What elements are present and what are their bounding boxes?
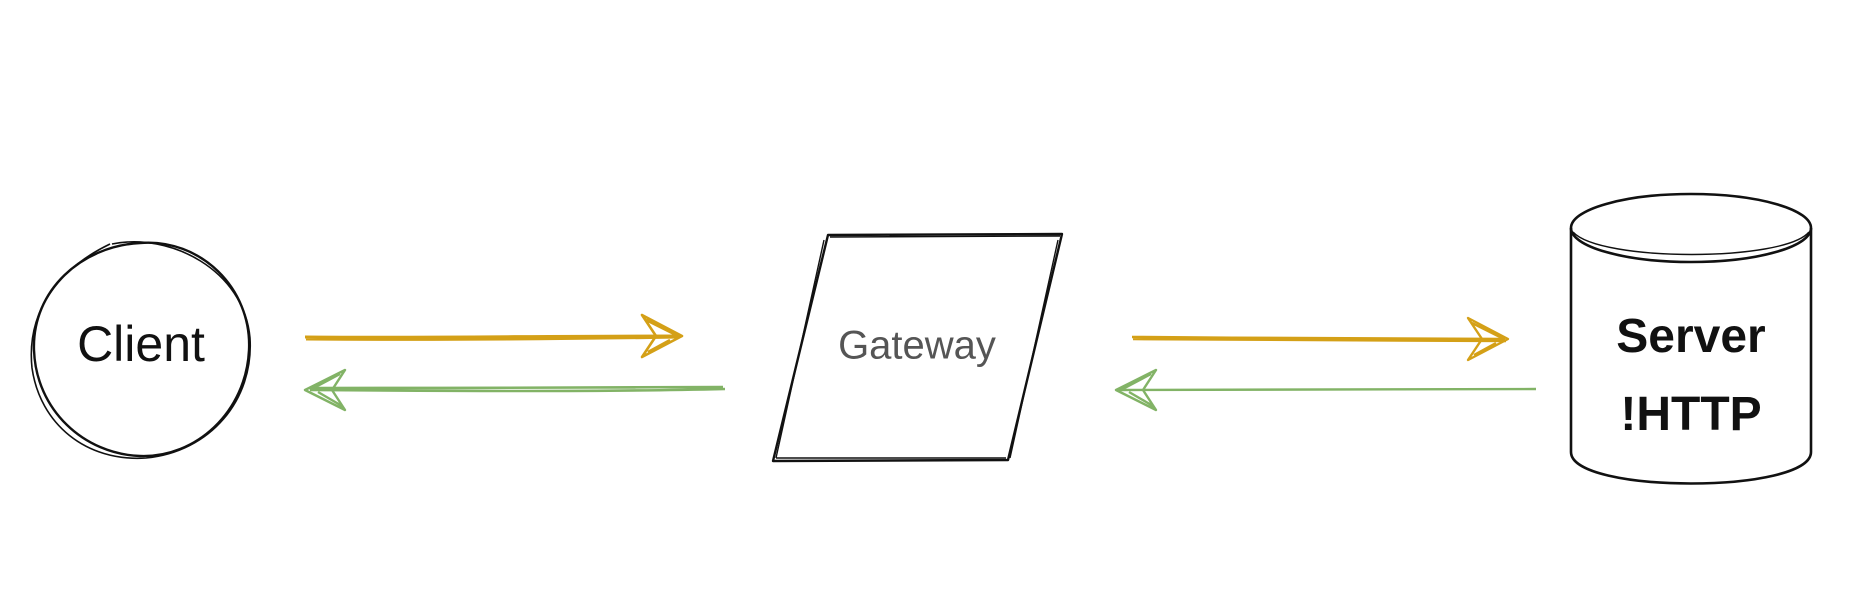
edge-line (309, 385, 726, 393)
edge-server-to-gateway[interactable] (1114, 368, 1537, 412)
edge-line (304, 334, 681, 341)
arrowhead-left-icon (303, 368, 347, 412)
edge-line (1131, 335, 1507, 343)
arrowhead-left-icon (1114, 368, 1158, 412)
edge-client-to-gateway[interactable] (304, 313, 684, 359)
server-label-line2: !HTTP (1620, 388, 1761, 441)
edge-gateway-to-client[interactable] (303, 368, 726, 412)
arrowhead-right-icon (640, 313, 684, 359)
server-cylinder-top-inner (1572, 231, 1810, 256)
server-label-line1: Server (1616, 310, 1765, 363)
client-label: Client (77, 316, 205, 372)
gateway-parallelogram-sketch (775, 235, 1061, 459)
gateway-node[interactable]: Gateway (771, 232, 1064, 463)
edge-gateway-to-server[interactable] (1131, 316, 1510, 362)
client-circle-sketch (30, 241, 251, 460)
edge-line (1117, 387, 1537, 392)
server-cylinder-top (1569, 192, 1813, 264)
client-node[interactable]: Client (30, 241, 251, 460)
server-cylinder-body (1569, 228, 1813, 485)
gateway-label: Gateway (838, 324, 996, 368)
server-node[interactable]: Server !HTTP (1569, 192, 1813, 485)
arrowhead-right-icon (1466, 316, 1510, 362)
